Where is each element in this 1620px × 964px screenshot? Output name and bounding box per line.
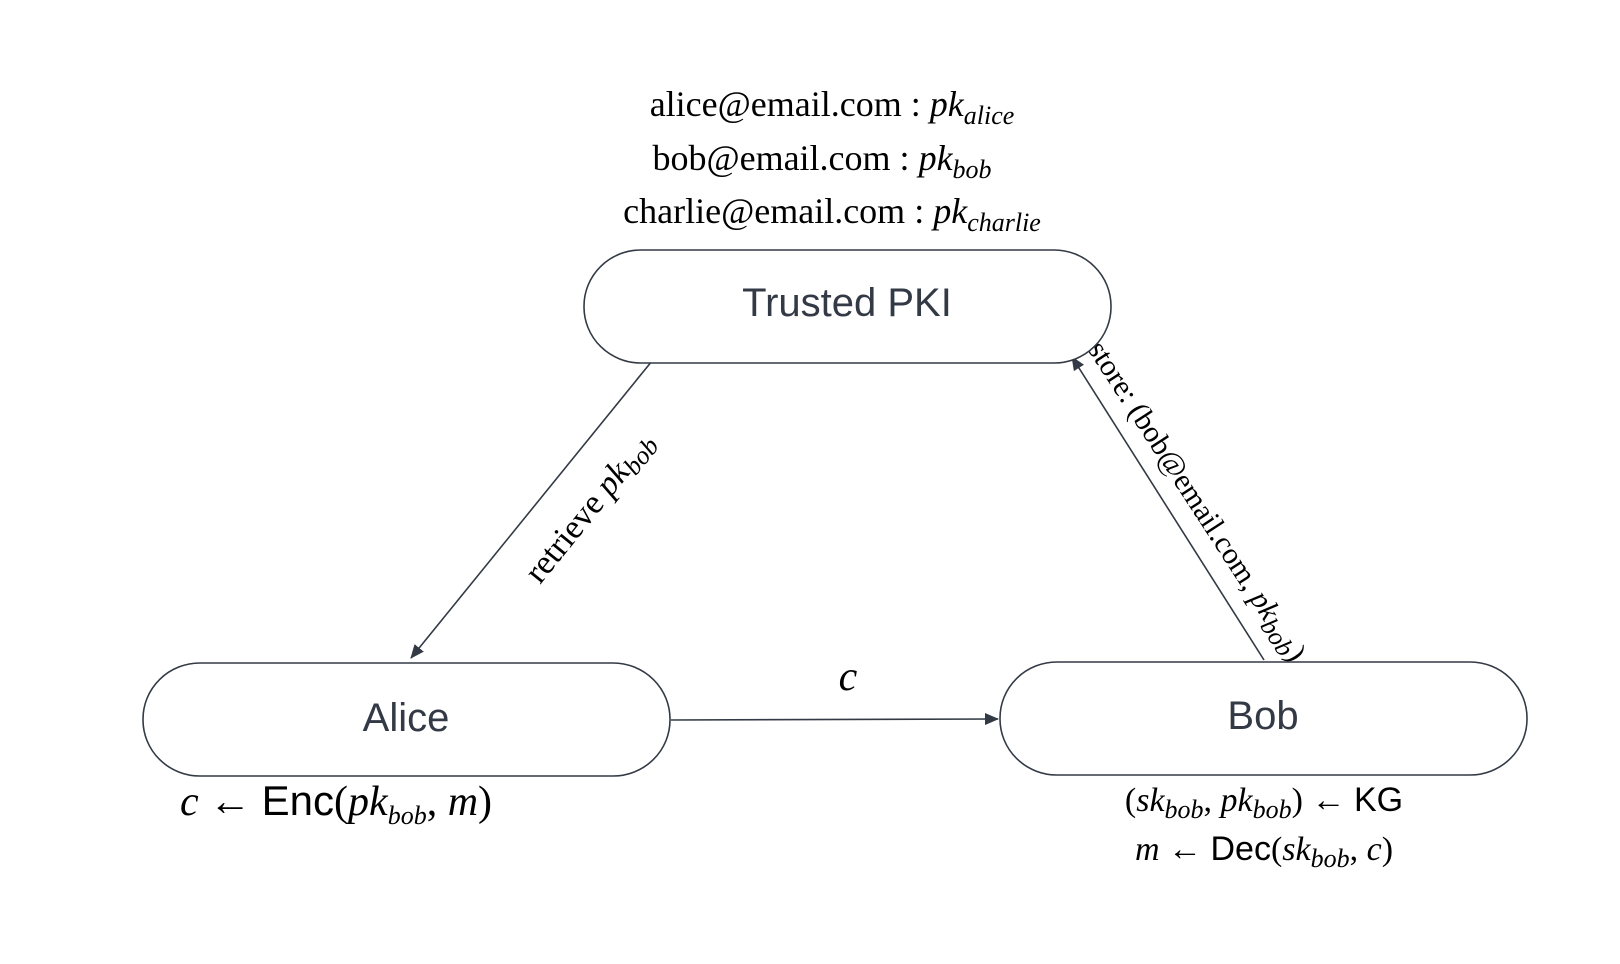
node-shape <box>999 661 1528 776</box>
node-trusted-pki[interactable]: Trusted PKI <box>583 249 1112 364</box>
registry-email: charlie@email.com <box>623 191 905 231</box>
registry-entry-bob: bob@email.com : pkbob <box>652 138 991 184</box>
bob-keygen-formula: (skbob, pkbob) ← KG <box>1125 781 1403 824</box>
edge-label-ciphertext: c <box>839 654 858 700</box>
edge-label-store: store: (bob@email.com, pkbob) <box>1077 335 1313 670</box>
node-label-alice: Alice <box>363 696 450 740</box>
registry-email: bob@email.com <box>652 138 890 178</box>
edge-label-retrieve: retrieve pkbob <box>517 424 664 592</box>
node-shape <box>583 249 1112 364</box>
bob-decrypt-formula: m ← Dec(skbob, c) <box>1135 830 1393 873</box>
edge-store <box>1071 356 1265 661</box>
registry-entry-alice: alice@email.com : pkalice <box>650 84 1015 130</box>
registry-entry-charlie: charlie@email.com : pkcharlie <box>623 191 1041 237</box>
node-label-pki: Trusted PKI <box>742 281 952 325</box>
edge-retrieve <box>410 360 653 659</box>
edge-ciphertext <box>670 713 999 726</box>
pki-registry: alice@email.com : pkalice bob@email.com … <box>623 84 1041 237</box>
node-shape <box>142 662 671 777</box>
node-alice[interactable]: Alice <box>142 662 671 777</box>
alice-encrypt-formula: c ← Enc(pkbob, m) <box>180 777 492 830</box>
registry-email: alice@email.com <box>650 84 902 124</box>
node-label-bob: Bob <box>1227 694 1298 738</box>
node-bob[interactable]: Bob <box>999 661 1528 776</box>
